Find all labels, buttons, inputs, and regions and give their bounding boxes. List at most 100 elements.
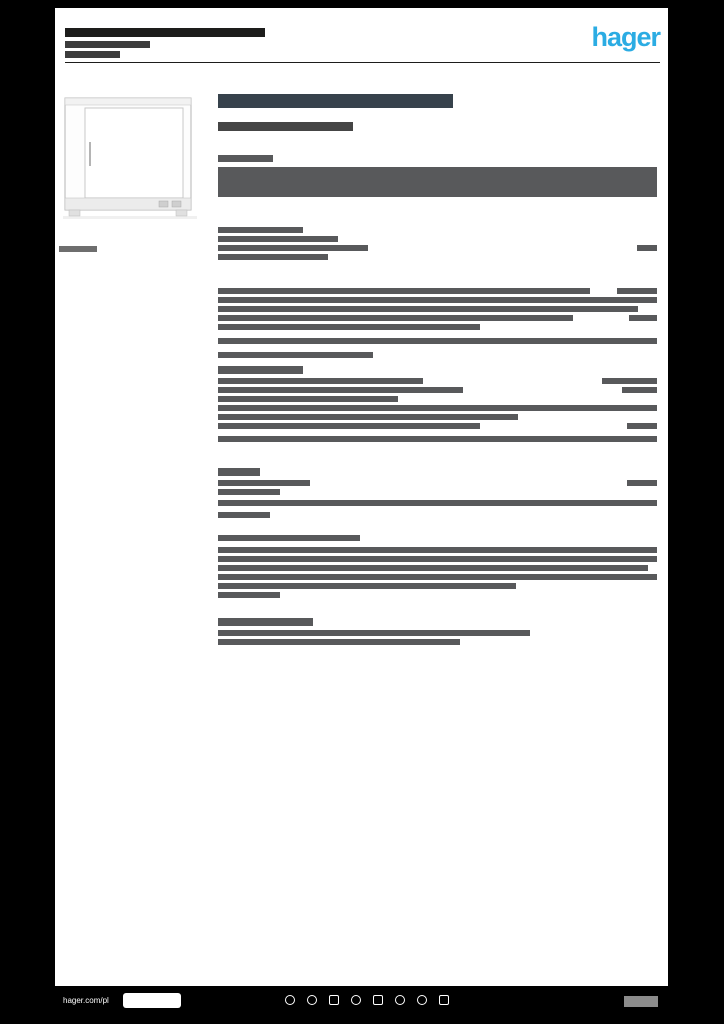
redacted-label-bar — [218, 480, 310, 486]
redacted-label-bar — [218, 468, 260, 476]
redacted-text-line — [218, 245, 657, 251]
product-title-bar — [218, 94, 657, 108]
redacted-text-line — [218, 500, 657, 506]
redacted-text-line — [218, 592, 657, 598]
redacted-text-line — [218, 565, 657, 571]
redacted-text-line — [218, 547, 657, 553]
redacted-value-bar — [631, 574, 657, 580]
redacted-text-line — [218, 236, 657, 242]
redacted-label-bar — [218, 405, 657, 411]
header-text-line — [65, 28, 265, 37]
redacted-label-bar — [218, 324, 480, 330]
redacted-label-bar — [218, 122, 353, 131]
redacted-value-bar — [602, 378, 657, 384]
footer-icon-1 — [285, 995, 295, 1005]
redacted-text-line — [218, 423, 657, 429]
footer-icon-5 — [373, 995, 383, 1005]
footer-icon-row — [285, 995, 449, 1007]
redacted-text-line — [218, 574, 657, 580]
redacted-text-line — [218, 414, 657, 420]
redacted-text-line — [218, 352, 657, 358]
redacted-label-bar — [218, 535, 360, 541]
redacted-label-bar — [218, 618, 313, 626]
redacted-label-bar — [218, 297, 657, 303]
redacted-text-line — [218, 338, 657, 344]
redacted-text-line — [218, 297, 657, 303]
redacted-text-line — [218, 254, 657, 260]
redacted-text-line — [218, 583, 657, 589]
redacted-label-bar — [218, 630, 530, 636]
redacted-label-bar — [218, 94, 453, 108]
redacted-text-line — [218, 324, 657, 330]
redacted-label-bar — [218, 352, 373, 358]
redacted-text-line — [218, 366, 657, 374]
redacted-label-bar — [218, 288, 590, 294]
redacted-text-line — [218, 396, 657, 402]
footer-icon-8 — [439, 995, 449, 1005]
redacted-label-bar — [218, 547, 657, 553]
header-text-line — [65, 51, 120, 58]
product-ref-bar — [218, 122, 657, 131]
redacted-text-line — [218, 489, 657, 495]
redacted-label-bar — [218, 236, 338, 242]
redacted-label-bar — [218, 512, 270, 518]
header-text-line — [65, 41, 150, 48]
redacted-text-line — [218, 315, 657, 321]
redacted-label-bar — [218, 414, 518, 420]
footer-page-number-block — [624, 996, 658, 1007]
redacted-label-bar — [218, 639, 460, 645]
redacted-label-bar — [218, 378, 423, 384]
redacted-label-bar — [218, 245, 368, 251]
redacted-value-bar — [627, 480, 657, 486]
redacted-label-bar — [218, 489, 280, 495]
datasheet-body-text — [218, 8, 657, 1016]
footer-icon-7 — [417, 995, 427, 1005]
redacted-label-bar — [218, 592, 280, 598]
footer-icon-6 — [395, 995, 405, 1005]
redacted-text-line — [218, 227, 657, 233]
redacted-label-bar — [218, 155, 273, 162]
redacted-label-bar — [218, 565, 648, 571]
redacted-label-bar — [218, 315, 573, 321]
redacted-text-line — [218, 167, 657, 197]
footer-badge — [123, 993, 181, 1008]
header-divider — [65, 62, 660, 63]
redacted-text-line — [218, 387, 657, 393]
footer-icon-4 — [351, 995, 361, 1005]
footer-icon-3 — [329, 995, 339, 1005]
redacted-value-bar — [637, 245, 657, 251]
redacted-label-bar — [218, 500, 657, 506]
redacted-value-bar — [627, 423, 657, 429]
redacted-label-bar — [218, 338, 657, 344]
redacted-label-bar — [218, 306, 638, 312]
redacted-text-line — [218, 639, 657, 645]
redacted-text-line — [218, 535, 657, 541]
redacted-label-bar — [218, 387, 463, 393]
redacted-text-line — [218, 288, 657, 294]
redacted-label-bar — [218, 227, 303, 233]
redacted-text-line — [218, 405, 657, 411]
redacted-value-bar — [629, 315, 657, 321]
redacted-label-bar — [218, 423, 480, 429]
redacted-label-bar — [218, 167, 657, 197]
redacted-label-bar — [218, 583, 516, 589]
datasheet-page: hager hager.com/pl — [55, 8, 668, 1016]
redacted-text-line — [218, 630, 657, 636]
redacted-text-line — [218, 618, 657, 626]
redacted-text-line — [218, 306, 657, 312]
redacted-text-line — [218, 556, 657, 562]
page-footer: hager.com/pl — [55, 986, 668, 1016]
redacted-text-line — [218, 378, 657, 384]
redacted-text-line — [218, 468, 657, 476]
redacted-label-bar — [218, 574, 636, 580]
redacted-label-bar — [218, 556, 657, 562]
redacted-value-bar — [617, 288, 657, 294]
redacted-value-bar — [622, 387, 657, 393]
redacted-text-line — [218, 436, 657, 442]
product-image — [59, 90, 201, 230]
footer-icon-2 — [307, 995, 317, 1005]
redacted-label-bar — [218, 366, 303, 374]
redacted-label-bar — [218, 254, 328, 260]
redacted-label-bar — [218, 436, 657, 442]
